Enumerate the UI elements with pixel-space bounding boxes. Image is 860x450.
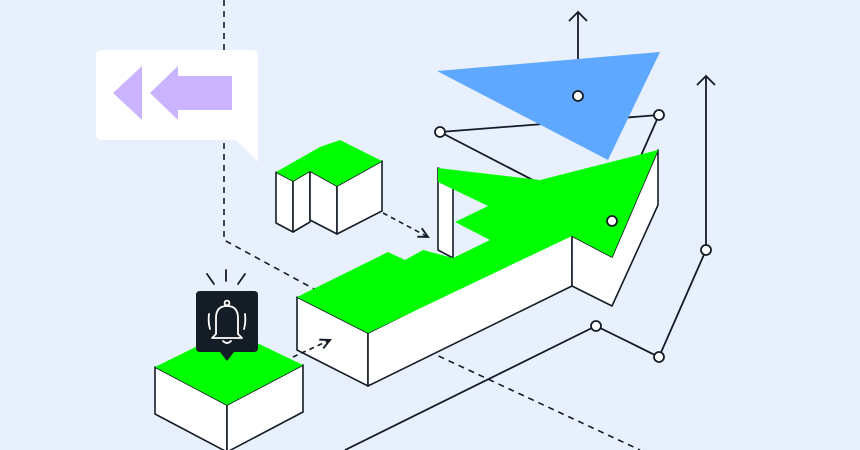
graph-node xyxy=(606,215,618,227)
small-bar-block xyxy=(275,140,383,235)
small-block-top xyxy=(276,140,382,186)
graph-node xyxy=(590,320,602,332)
arrow-block-top xyxy=(297,150,658,333)
double-left-arrow-icon xyxy=(113,66,232,120)
graph-node xyxy=(653,109,665,121)
graph-node xyxy=(572,90,584,102)
graph-node xyxy=(653,351,665,363)
up-arrow-icon xyxy=(696,74,716,86)
dashed-connector-arrow xyxy=(292,338,332,358)
triangle-shape-icon xyxy=(437,52,660,160)
bell-cube xyxy=(154,330,304,450)
graph-nodes xyxy=(434,90,712,363)
up-arrowheads xyxy=(568,10,716,86)
graph-node xyxy=(434,126,446,138)
growth-arrow-block xyxy=(296,149,659,387)
notification-bell-icon xyxy=(207,299,247,344)
cube-left-face xyxy=(154,366,228,450)
up-arrow-icon xyxy=(568,10,588,22)
dashed-connector-arrow xyxy=(382,212,430,239)
graph-node xyxy=(700,244,712,256)
cube-right-face xyxy=(226,364,304,450)
notification-bell-badge xyxy=(196,269,258,361)
rewind-speech-bubble xyxy=(96,50,258,162)
cube-top xyxy=(155,330,303,405)
bell-ring-rays xyxy=(206,269,246,285)
